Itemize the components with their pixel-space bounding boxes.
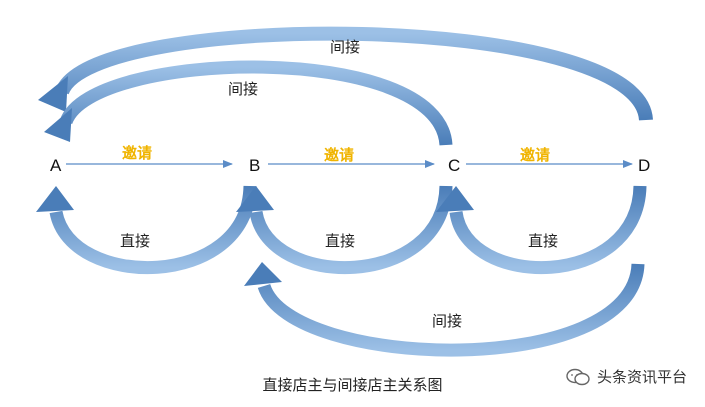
indirect-label-d-b: 间接	[432, 312, 462, 330]
indirect-arc-c-to-a	[44, 60, 453, 146]
direct-arc-b-to-a	[36, 185, 257, 275]
direct-label-b-a: 直接	[120, 232, 150, 250]
invite-label-a-b: 邀请	[122, 144, 152, 162]
watermark: 头条资讯平台	[565, 366, 687, 387]
indirect-arc-d-to-b	[244, 262, 645, 357]
indirect-label-c-a: 间接	[228, 80, 258, 98]
diagram-caption: 直接店主与间接店主关系图	[262, 376, 443, 394]
direct-arc-c-to-b	[236, 185, 453, 275]
invite-label-b-c: 邀请	[324, 146, 354, 164]
direct-label-d-c: 直接	[528, 232, 558, 250]
watermark-text: 头条资讯平台	[596, 368, 687, 386]
direct-arc-d-to-c	[436, 185, 647, 275]
indirect-arc-d-to-a	[38, 26, 653, 122]
invite-label-c-d: 邀请	[520, 146, 550, 164]
indirect-label-d-a: 间接	[330, 38, 360, 56]
chat-bubble-icon	[565, 367, 591, 387]
node-d: D	[638, 156, 650, 175]
node-b: B	[249, 156, 260, 175]
node-c: C	[448, 156, 460, 175]
node-a: A	[50, 156, 62, 175]
direct-label-c-b: 直接	[325, 232, 355, 250]
